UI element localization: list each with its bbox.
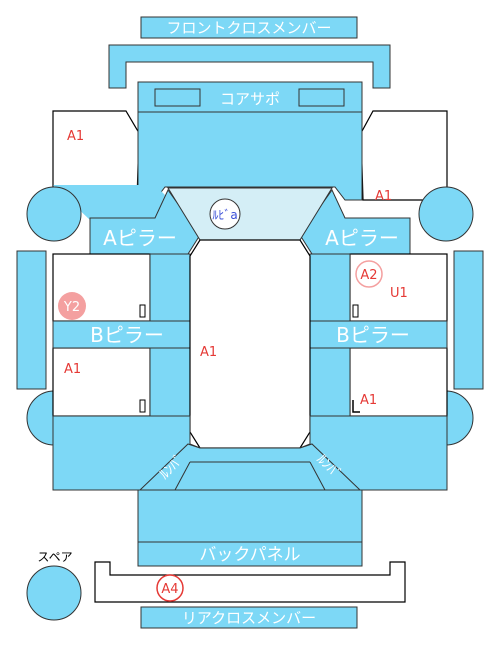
right-front-door-handle bbox=[352, 304, 359, 318]
mark-left-front-door-y2: Y2 bbox=[58, 292, 86, 320]
left-headlight bbox=[154, 88, 201, 107]
mark-front-right-fender: A1 bbox=[375, 189, 392, 204]
front-cross-member-label: フロントクロスメンバー bbox=[166, 19, 331, 37]
spare-tire[interactable]: スペア bbox=[26, 550, 82, 621]
right-rear-door[interactable] bbox=[349, 347, 448, 417]
hood[interactable] bbox=[137, 111, 363, 201]
mark-roof: A1 bbox=[200, 345, 217, 360]
a-pillar-right[interactable]: Aピラー bbox=[299, 189, 411, 255]
left-rear-door-handle bbox=[139, 399, 146, 413]
rear-bumper-outline[interactable] bbox=[94, 561, 406, 603]
svg-text:A4: A4 bbox=[161, 582, 178, 597]
right-inner-pillar[interactable] bbox=[309, 253, 351, 445]
mark-rear-bumper-a4: A4 bbox=[156, 574, 184, 602]
front-bumper-outline[interactable] bbox=[108, 44, 391, 89]
svg-text:Y2: Y2 bbox=[63, 300, 80, 315]
mark-front-left-fender: A1 bbox=[67, 129, 84, 144]
mark-right-front-door-a2: A2 bbox=[355, 260, 383, 288]
a-pillar-left[interactable]: Aピラー bbox=[89, 189, 201, 255]
right-rocker[interactable] bbox=[453, 250, 484, 390]
roof[interactable] bbox=[189, 239, 311, 449]
mark-left-rear-door: A1 bbox=[64, 362, 81, 377]
core-support[interactable]: コアサポ bbox=[137, 81, 363, 113]
roof-icon bbox=[209, 198, 241, 230]
core-support-label: コアサポ bbox=[220, 90, 280, 108]
back-panel-label: バックパネル bbox=[199, 545, 300, 565]
b-pillar-right-label: Bピラー bbox=[336, 323, 410, 347]
svg-text:A2: A2 bbox=[360, 268, 377, 283]
left-front-door-handle bbox=[139, 304, 146, 318]
rear-cross-member-label: リアクロスメンバー bbox=[182, 609, 316, 627]
spare-label: スペア bbox=[37, 550, 72, 564]
a-pillar-right-label: Aピラー bbox=[325, 226, 399, 250]
b-pillar-left[interactable]: Bピラー bbox=[52, 320, 191, 349]
rear-cross-member[interactable]: リアクロスメンバー bbox=[140, 606, 358, 629]
b-pillar-left-label: Bピラー bbox=[90, 323, 164, 347]
front-right-wheel[interactable] bbox=[418, 186, 474, 242]
left-rear-door[interactable] bbox=[52, 347, 151, 417]
left-inner-pillar[interactable] bbox=[149, 253, 191, 445]
front-cross-member[interactable]: フロントクロスメンバー bbox=[140, 16, 358, 39]
left-rocker[interactable] bbox=[16, 250, 47, 390]
right-headlight bbox=[298, 88, 345, 107]
right-rear-door-handle bbox=[352, 400, 360, 413]
a-pillar-left-label: Aピラー bbox=[103, 226, 177, 250]
front-right-fender[interactable] bbox=[360, 110, 448, 201]
back-panel[interactable]: バックパネル bbox=[137, 541, 363, 567]
b-pillar-right[interactable]: Bピラー bbox=[309, 320, 448, 349]
mark-right-front-door-u1: U1 bbox=[390, 286, 408, 301]
front-left-wheel[interactable] bbox=[26, 186, 82, 242]
roof-icon-text: ﾙﾋﾞa bbox=[212, 208, 237, 222]
mark-right-rear-door: A1 bbox=[360, 393, 377, 408]
trunk-lid[interactable] bbox=[137, 489, 363, 543]
